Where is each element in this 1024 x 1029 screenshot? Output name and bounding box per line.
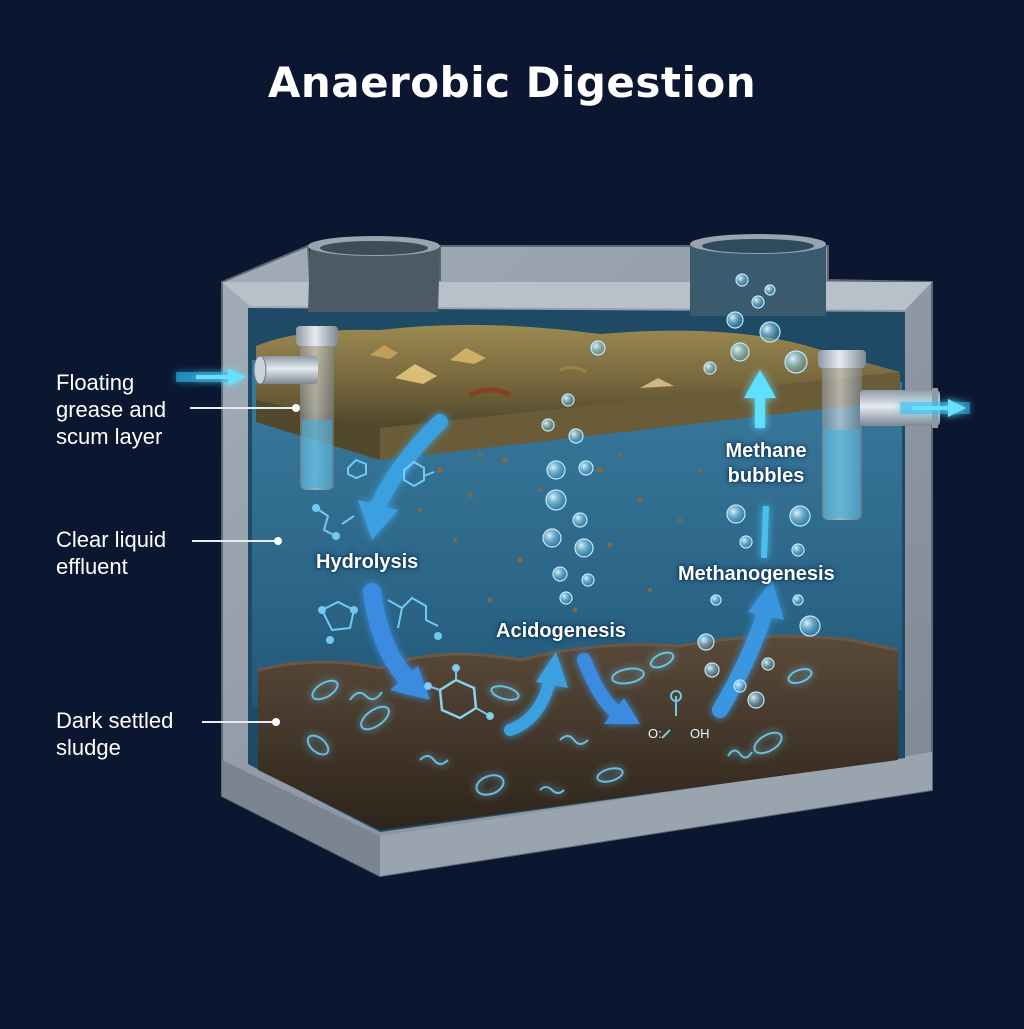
callout-liquid-line-1: Clear liquid xyxy=(56,527,167,552)
callout-scum-dot xyxy=(292,404,300,412)
callout-liquid-dot xyxy=(274,537,282,545)
outlet-flow-arrow xyxy=(900,399,970,417)
callout-sludge-dot xyxy=(272,718,280,726)
callout-liquid-leader xyxy=(192,540,276,542)
inlet-riser xyxy=(308,236,440,312)
callout-sludge-line-1: Dark settled xyxy=(56,708,174,733)
callout-scum-leader xyxy=(190,407,296,409)
process-arrows xyxy=(358,370,784,736)
callout-scum-line-1: Floating xyxy=(56,370,135,395)
arrow-sludge-to-acidogenesis xyxy=(504,674,556,736)
outlet-riser xyxy=(690,234,826,316)
stage-label-acidogenesis: Acidogenesis xyxy=(496,620,627,642)
methane-label-line-1: Methane xyxy=(725,440,807,462)
inlet-pipe xyxy=(253,326,338,490)
callout-liquid: Clear liquid effluent xyxy=(56,526,296,582)
stage-label-methane-bubbles: Methane bubbles xyxy=(712,439,820,489)
acid-label-oh: OH xyxy=(690,726,710,741)
arrow-hydrolysis-to-sludge xyxy=(363,583,417,689)
callout-sludge: Dark settled sludge xyxy=(56,707,296,763)
molecule-drawings xyxy=(312,458,682,739)
callout-sludge-leader xyxy=(202,721,272,723)
page-title: Anaerobic Digestion xyxy=(267,58,757,107)
callout-liquid-line-2: effluent xyxy=(56,554,128,579)
arrow-scum-to-hydrolysis xyxy=(370,414,448,514)
methane-bubbles xyxy=(541,273,821,709)
stage-label-hydrolysis: Hydrolysis xyxy=(316,551,419,573)
callout-scum-line-3: scum layer xyxy=(56,424,163,449)
acid-label-o-colon: O: xyxy=(648,726,662,741)
callout-scum: Floating grease and scum layer xyxy=(56,369,300,453)
callout-scum-line-2: grease and xyxy=(56,397,167,422)
stage-label-methanogenesis: Methanogenesis xyxy=(678,563,835,585)
arrow-methanogenesis-up xyxy=(761,505,769,559)
arrow-acid-to-methanogenesis xyxy=(712,602,774,718)
methane-label-line-2: bubbles xyxy=(727,465,805,487)
inlet-flow-arrow xyxy=(176,368,246,386)
callout-sludge-line-2: sludge xyxy=(56,735,121,760)
